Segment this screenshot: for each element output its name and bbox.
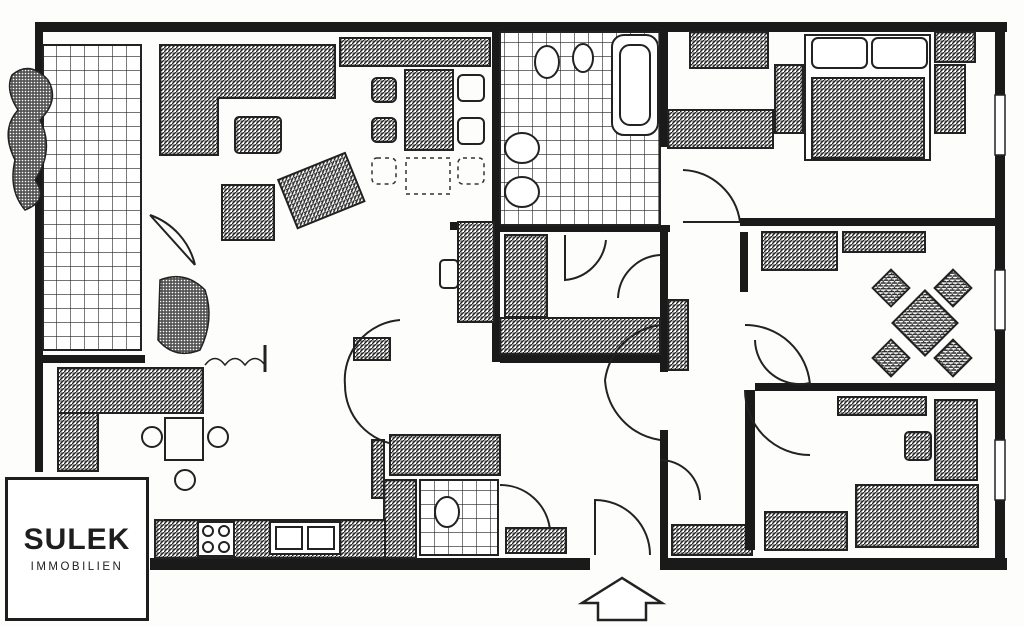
sink — [504, 176, 540, 208]
bed-blanket — [811, 77, 925, 159]
balcony-tiles — [42, 44, 142, 351]
sink — [504, 132, 540, 164]
armchair-left — [221, 184, 275, 241]
wall-cabinet — [339, 37, 491, 67]
corner-sofa — [159, 44, 336, 156]
bedroom-middle — [754, 231, 1005, 391]
logo-subtitle: IMMOBILIEN — [30, 561, 124, 573]
kitchen-table — [164, 417, 204, 461]
dining-chair — [371, 117, 397, 143]
dining-table — [404, 69, 454, 151]
coffee-table — [234, 116, 282, 154]
logo-name: SULEK — [23, 523, 131, 556]
armchair-right — [276, 151, 366, 230]
bidet — [572, 43, 594, 73]
toilet — [534, 45, 560, 79]
arrow-up-icon — [577, 576, 667, 622]
windows — [994, 94, 1006, 501]
bathroom — [492, 22, 670, 362]
company-logo: SULEK IMMOBILIEN — [5, 477, 149, 621]
hallway — [343, 221, 811, 558]
kitchen — [57, 367, 386, 559]
bedroom-master — [660, 31, 1005, 226]
table — [891, 289, 959, 357]
bathtub — [611, 34, 659, 136]
dining-chair — [457, 117, 485, 145]
indoor-plant — [157, 275, 210, 355]
bed — [855, 484, 979, 548]
toilet — [434, 496, 460, 528]
dining-chair — [457, 74, 485, 102]
bedroom-small — [671, 396, 979, 556]
kitchen-counter-top — [57, 367, 204, 414]
guest-wc — [383, 434, 567, 559]
balcony-plant — [7, 67, 54, 211]
dining-chair — [371, 77, 397, 103]
desk — [934, 399, 978, 481]
living-room — [149, 37, 491, 372]
stove — [197, 521, 235, 557]
